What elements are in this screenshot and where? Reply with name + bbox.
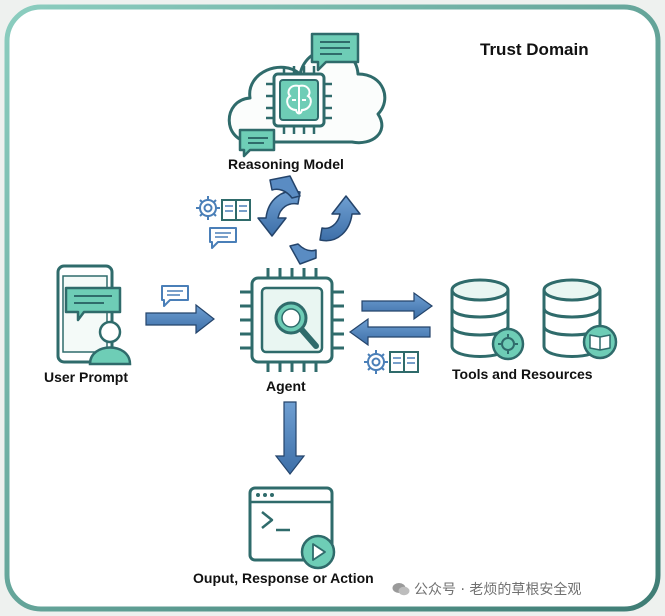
magnifier-icon <box>274 301 319 349</box>
gear-icon <box>196 196 220 220</box>
play-icon <box>300 534 336 570</box>
user-prompt-label: User Prompt <box>44 369 129 385</box>
diagram-title: Trust Domain <box>480 40 589 59</box>
book-icon <box>221 199 251 221</box>
arrow-user-to-agent <box>145 303 215 335</box>
book-badge-icon <box>582 324 618 360</box>
user-avatar-icon <box>88 320 132 366</box>
output-label: Ouput, Response or Action <box>193 570 374 586</box>
chat-bubble-icon <box>64 286 122 322</box>
gear-badge-icon <box>491 327 525 361</box>
arrow-tools-to-agent <box>348 317 431 347</box>
book-icon <box>389 351 419 373</box>
chat-bubble-icon <box>161 285 189 307</box>
chat-bubble-icon <box>238 128 276 158</box>
tools-resources-label: Tools and Resources <box>452 366 593 382</box>
sync-arrows-icon <box>257 175 361 265</box>
reasoning-model-label: Reasoning Model <box>228 156 344 172</box>
arrow-agent-to-output <box>274 401 306 475</box>
agent-label: Agent <box>266 378 306 394</box>
arrow-agent-to-tools <box>361 291 434 321</box>
watermark-text: 公众号 · 老烦的草根安全观 <box>414 582 582 598</box>
chat-bubble-icon <box>209 227 237 249</box>
brain-icon <box>286 84 312 115</box>
gear-icon <box>364 350 388 374</box>
wechat-icon <box>392 583 410 596</box>
watermark: 公众号 · 老烦的草根安全观 <box>392 579 581 599</box>
chat-bubble-icon <box>310 32 360 72</box>
